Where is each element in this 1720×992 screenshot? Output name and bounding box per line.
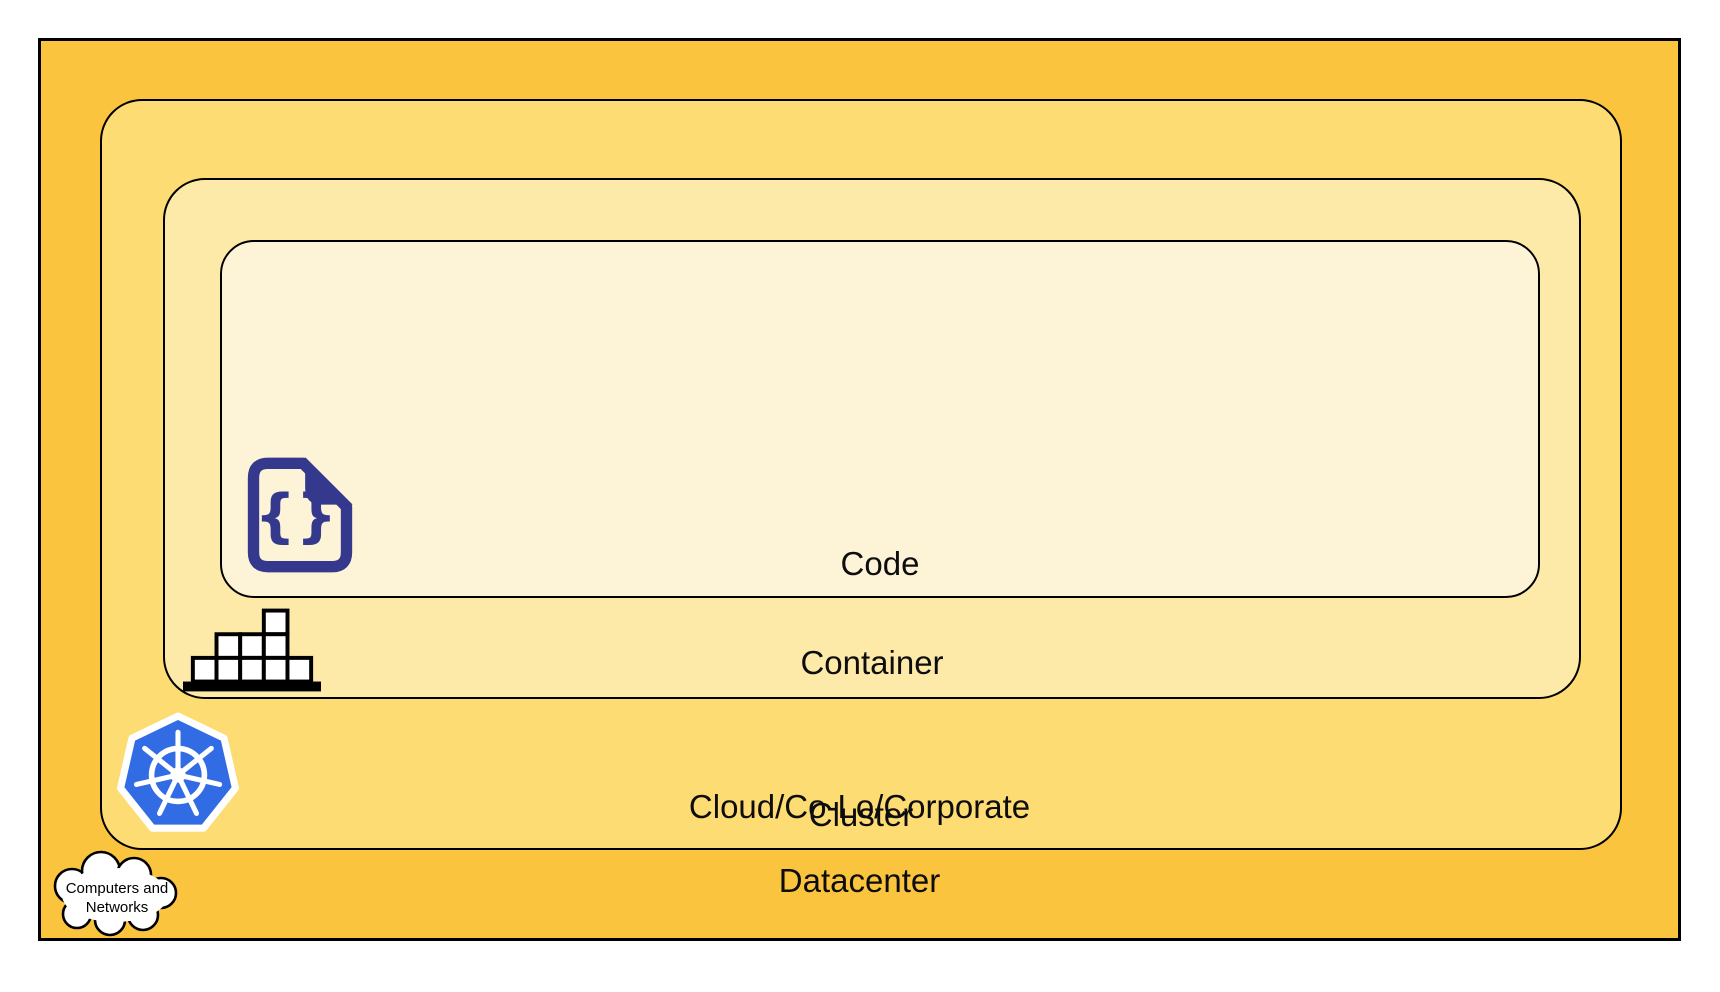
cloud-callout-line2: Networks: [85, 899, 149, 916]
cloud-callout-line1: Computers and: [65, 880, 169, 897]
code-label: Code: [840, 545, 920, 582]
cloud-icon: Computers and Networks: [41, 848, 193, 945]
code-file-icon: {}: [242, 453, 358, 577]
layer-container: {} Code: [163, 178, 1581, 699]
datacenter-label: Cloud/Co-Lo/Corporate Datacenter: [41, 751, 1678, 936]
layer-cluster: {} Code: [100, 99, 1622, 850]
datacenter-label-line1: Cloud/Co-Lo/Corporate: [688, 788, 1031, 825]
container-label: Container: [800, 644, 944, 681]
datacenter-label-line2: Datacenter: [778, 862, 941, 899]
cluster-label: Cluster: [808, 796, 914, 833]
svg-text:{}: {}: [255, 482, 337, 550]
cloud-callout-label: Computers and Networks: [41, 879, 193, 917]
kubernetes-icon: [116, 712, 240, 838]
layer-code: {} Code: [220, 240, 1540, 598]
layer-datacenter: {} Code: [38, 38, 1681, 941]
container-stack-icon: [183, 608, 321, 692]
